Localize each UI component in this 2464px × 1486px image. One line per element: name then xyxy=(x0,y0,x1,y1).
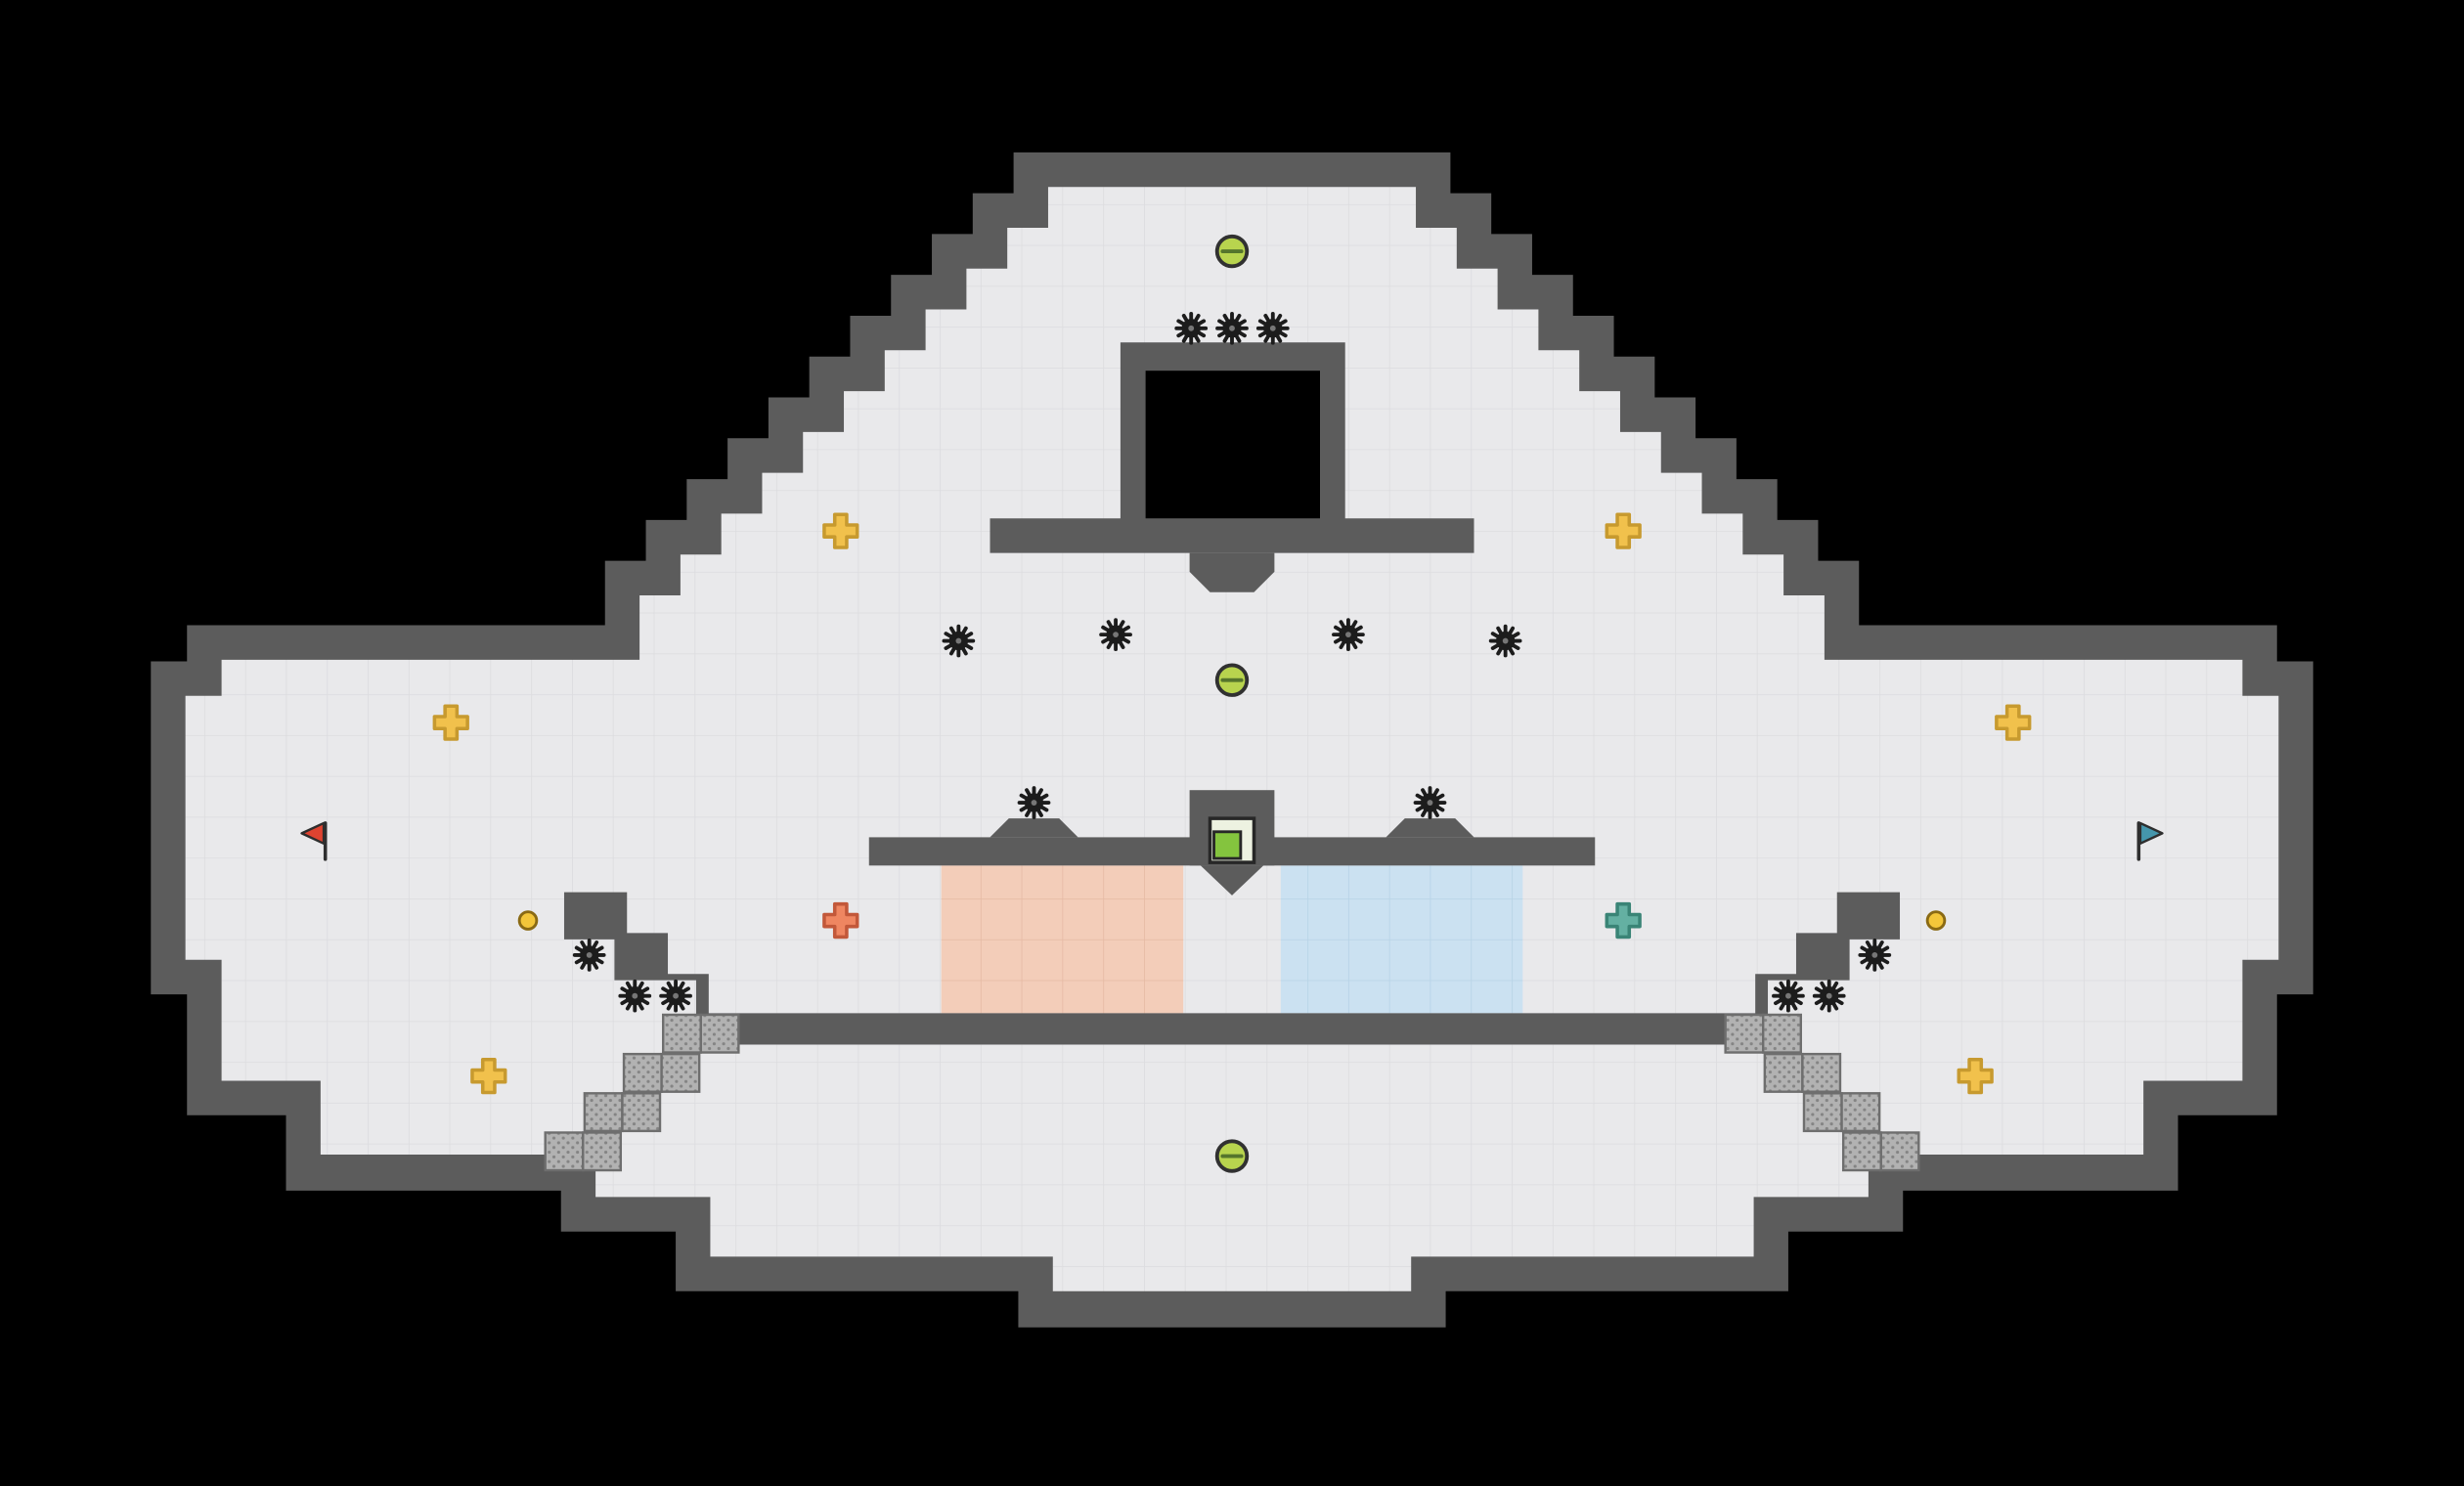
mine xyxy=(1017,786,1051,819)
teal-cross xyxy=(1605,901,1642,940)
mine xyxy=(1858,939,1892,972)
chamber-spout xyxy=(1189,552,1275,592)
door-pedestal-tip xyxy=(1200,865,1264,896)
mine xyxy=(1413,786,1447,819)
crumble-block xyxy=(544,1131,585,1172)
crumble-block xyxy=(582,1131,623,1172)
mine xyxy=(1174,311,1209,345)
crumble-block xyxy=(622,1052,663,1093)
lower-ledge-structure xyxy=(563,892,1901,1045)
mine xyxy=(572,939,606,972)
blue-zone xyxy=(1280,865,1523,1014)
mine xyxy=(942,624,976,658)
crumble-block xyxy=(1763,1052,1804,1093)
gold-cross xyxy=(1957,1057,1994,1095)
mine xyxy=(1215,311,1249,345)
crumble-block xyxy=(583,1092,624,1133)
mid-bump-left xyxy=(990,818,1078,838)
boost-orb xyxy=(1214,234,1250,269)
top-pit xyxy=(1145,371,1320,519)
crumble-block xyxy=(1724,1013,1765,1054)
gold-cross xyxy=(432,704,469,741)
crumble-block xyxy=(1762,1013,1802,1054)
gold-cross xyxy=(1995,704,2032,741)
crumble-block xyxy=(1801,1052,1842,1093)
crumble-block xyxy=(660,1052,701,1093)
crumble-block xyxy=(699,1013,740,1054)
mine xyxy=(1772,979,1805,1013)
orange-cross xyxy=(822,901,859,940)
mine xyxy=(1332,618,1365,652)
mine xyxy=(1488,624,1522,658)
crumble-block xyxy=(1802,1092,1843,1133)
exit-door xyxy=(1208,816,1256,864)
gold-coin xyxy=(517,910,539,931)
crumble-block xyxy=(621,1092,662,1133)
boost-orb xyxy=(1214,663,1250,697)
gold-cross xyxy=(1605,512,1642,549)
gold-cross xyxy=(470,1057,507,1095)
crumble-block xyxy=(662,1013,702,1054)
crumble-block xyxy=(1879,1131,1920,1172)
mine xyxy=(1255,311,1290,345)
crumble-block xyxy=(1841,1131,1882,1172)
mine xyxy=(1812,979,1846,1013)
red-flag xyxy=(300,821,328,861)
boost-orb xyxy=(1214,1139,1250,1173)
gold-coin xyxy=(1925,910,1947,931)
mine xyxy=(1099,618,1132,652)
mine xyxy=(618,979,652,1013)
mine xyxy=(659,979,692,1013)
mid-bump-right xyxy=(1386,818,1474,838)
pink-zone xyxy=(941,865,1184,1014)
crumble-block xyxy=(1840,1092,1881,1133)
gold-cross xyxy=(822,512,859,549)
blue-flag xyxy=(2136,821,2164,861)
